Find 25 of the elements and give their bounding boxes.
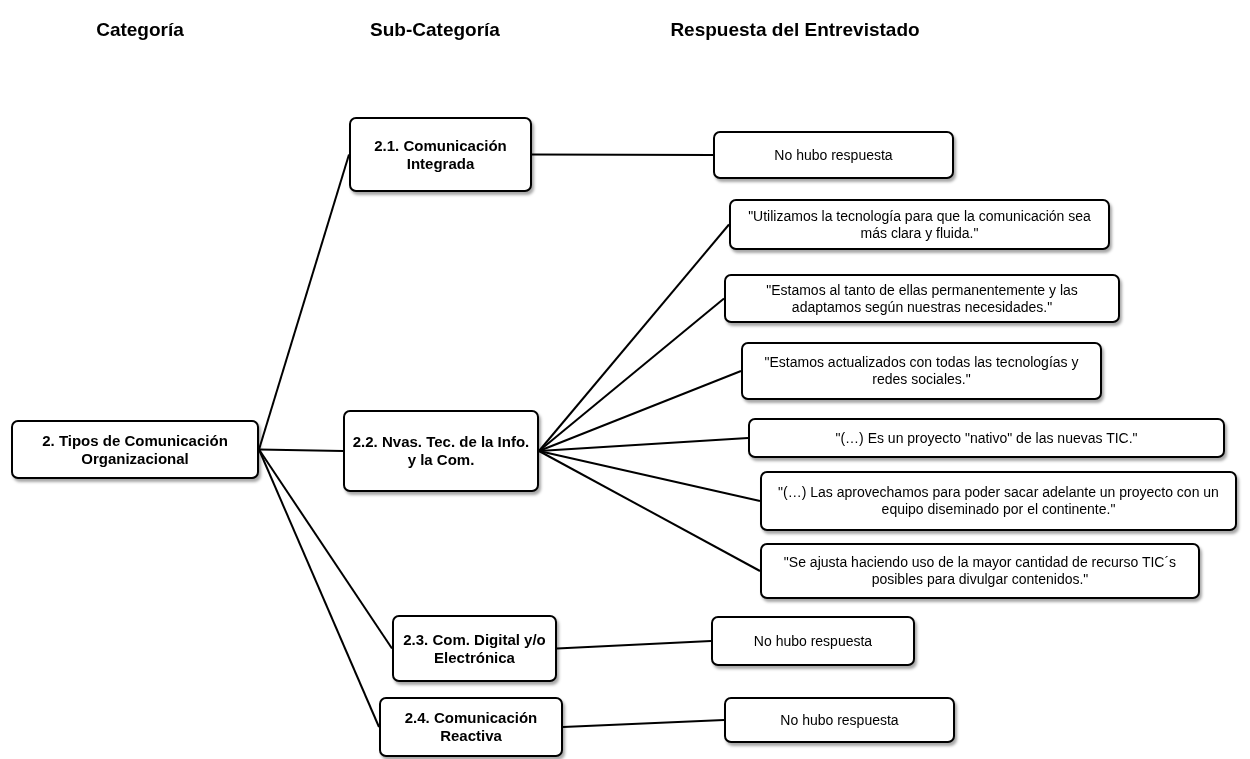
category-box: 2.2. Nvas. Tec. de la Info. y la Com.: [343, 410, 539, 492]
connector-line: [538, 450, 761, 572]
connector-line: [258, 153, 350, 451]
category-box: 2.4. Comunicación Reactiva: [379, 697, 563, 757]
column-header: Sub-Categoría: [370, 19, 500, 41]
response-box: "Estamos actualizados con todas las tecnologías y redes sociales.": [741, 342, 1102, 400]
column-header: Respuesta del Entrevistado: [670, 19, 920, 41]
column-header: Categoría: [96, 19, 184, 41]
connector-line: [556, 640, 712, 650]
category-box: 2. Tipos de Comunicación Organizacional: [11, 420, 259, 479]
connector-line: [562, 719, 725, 728]
category-box: 2.1. Comunicación Integrada: [349, 117, 532, 192]
response-box: "Utilizamos la tecnología para que la comunicación sea más clara y fluida.": [729, 199, 1110, 250]
response-box: "(…) Es un proyecto "nativo" de las nuevas TIC.": [748, 418, 1225, 458]
response-box: "Estamos al tanto de ellas permanentemente y las adaptamos según nuestras necesidades.": [724, 274, 1120, 323]
response-box: No hubo respuesta: [711, 616, 915, 666]
connector-line: [531, 153, 714, 156]
response-box: No hubo respuesta: [724, 697, 955, 743]
connector-line: [258, 448, 380, 728]
response-box: No hubo respuesta: [713, 131, 954, 179]
response-box: "(…) Las aprovechamos para poder sacar adelante un proyecto con un equipo diseminado por el continente.": [760, 471, 1237, 531]
category-box: 2.3. Com. Digital y/o Electrónica: [392, 615, 557, 682]
connector-line: [258, 448, 393, 650]
response-box: "Se ajusta haciendo uso de la mayor cantidad de recurso TIC´s posibles para divulgar contenidos.": [760, 543, 1200, 599]
connector-line: [258, 448, 344, 452]
